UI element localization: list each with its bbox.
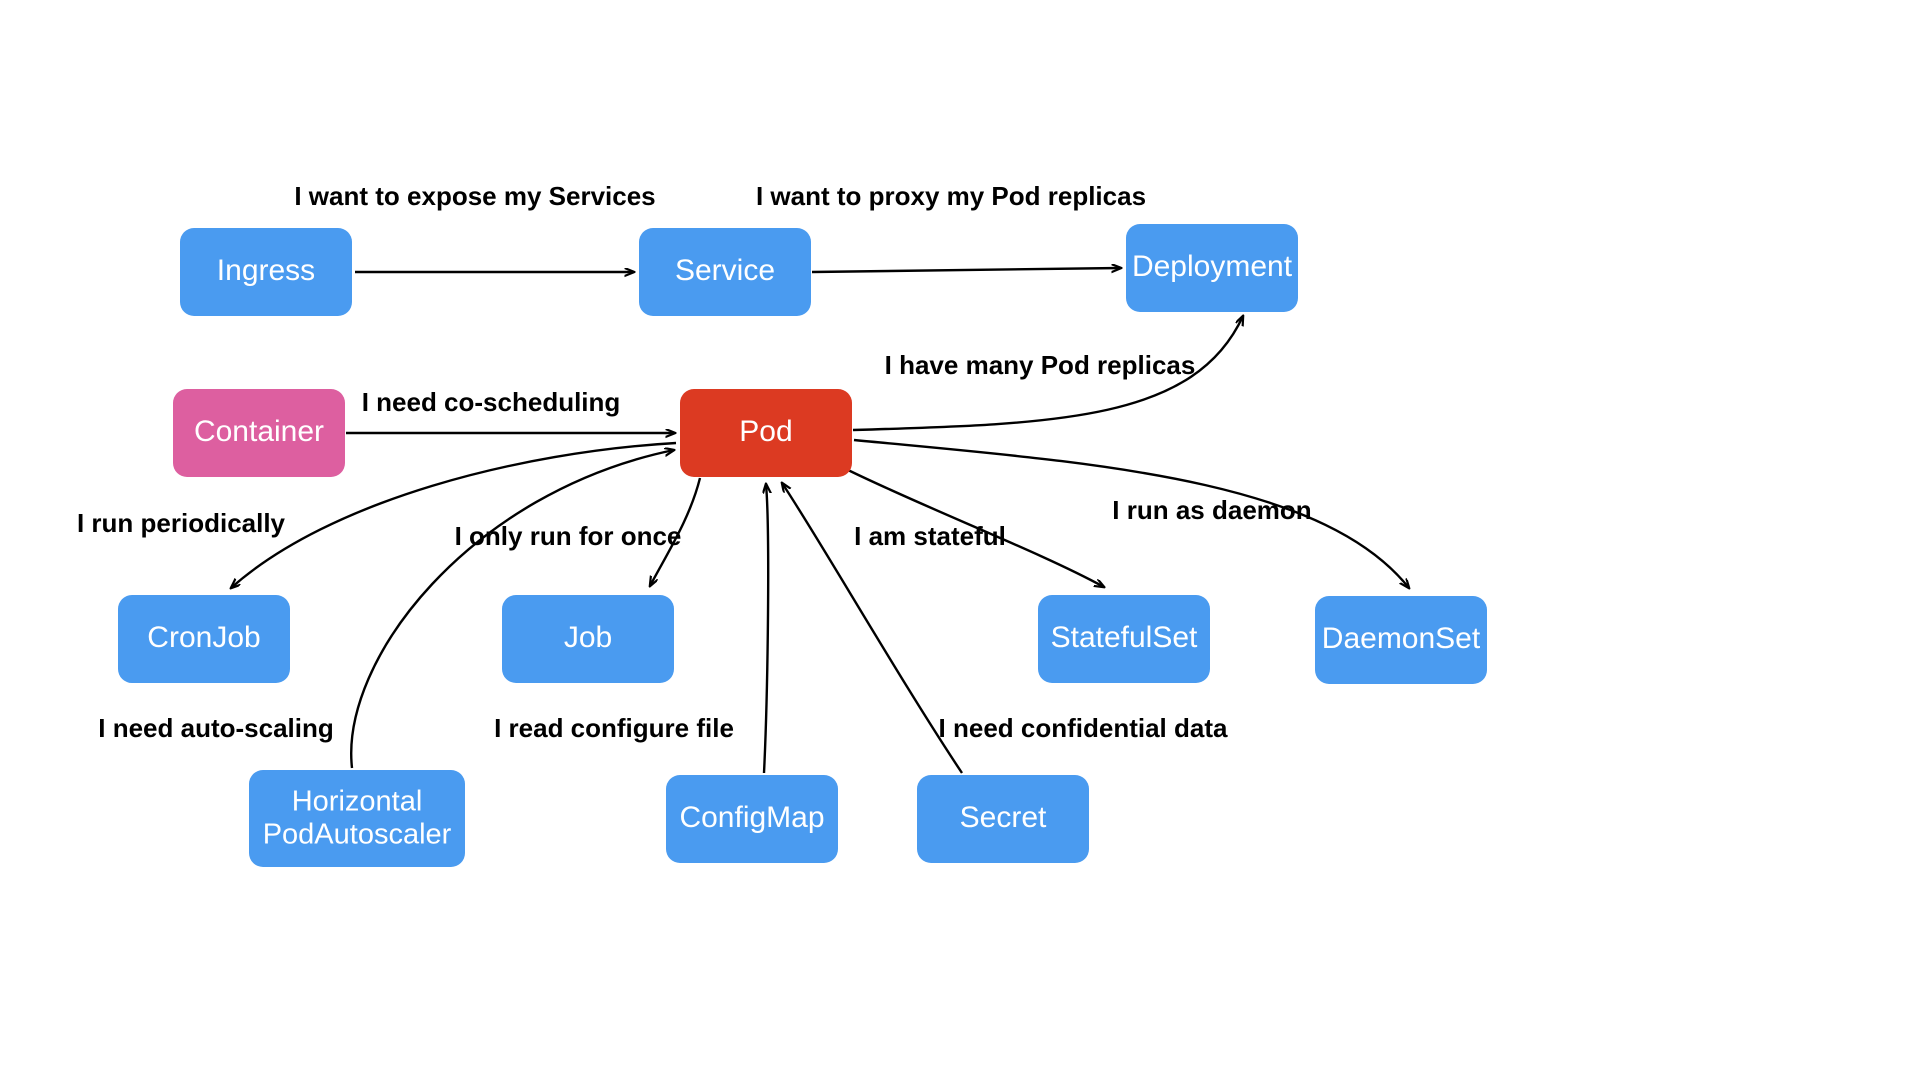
node-secret[interactable]: Secret xyxy=(917,775,1089,863)
node-pod-label: Pod xyxy=(739,415,792,448)
node-ingress-rect[interactable] xyxy=(180,228,352,316)
node-statefulset-rect[interactable] xyxy=(1038,595,1210,683)
node-daemonset-label: DaemonSet xyxy=(1322,622,1481,655)
node-job-label: Job xyxy=(564,621,612,654)
edge-pod-deployment xyxy=(852,316,1243,432)
node-pod-rect[interactable] xyxy=(680,389,852,477)
edge-pod-statefulset xyxy=(847,468,1104,587)
node-cronjob-rect[interactable] xyxy=(118,595,290,683)
edge-label-ingress-service: I want to expose my Services xyxy=(294,181,655,211)
node-ingress-label: Ingress xyxy=(217,254,315,287)
node-job-rect[interactable] xyxy=(502,595,674,683)
edge-configmap-pod xyxy=(764,484,768,774)
node-daemonset-rect[interactable] xyxy=(1315,596,1487,684)
node-hpa-rect[interactable] xyxy=(249,770,465,867)
nodes-layer: Ingress Service Deployment Container Pod xyxy=(118,224,1487,867)
node-container[interactable]: Container xyxy=(173,389,345,477)
node-service[interactable]: Service xyxy=(639,228,811,316)
edge-service-deployment xyxy=(811,268,1121,272)
edge-pod-job xyxy=(650,477,702,586)
edge-label-pod-statefulset: I am stateful xyxy=(854,521,1006,551)
node-configmap-rect[interactable] xyxy=(666,775,838,863)
node-hpa-label-line1: Horizontal xyxy=(292,786,423,818)
node-secret-label: Secret xyxy=(960,801,1047,834)
node-configmap-label: ConfigMap xyxy=(679,801,824,834)
edge-hpa-pod xyxy=(350,450,674,769)
node-ingress[interactable]: Ingress xyxy=(180,228,352,316)
node-deployment[interactable]: Deployment xyxy=(1126,224,1298,312)
edge-label-container-pod: I need co-scheduling xyxy=(362,387,621,417)
edges-layer xyxy=(231,268,1409,774)
edge-label-service-deployment: I want to proxy my Pod replicas xyxy=(756,181,1146,211)
edge-pod-daemonset xyxy=(853,438,1409,588)
node-cronjob[interactable]: CronJob xyxy=(118,595,290,683)
edge-label-pod-daemonset: I run as daemon xyxy=(1112,495,1311,525)
node-horizontal-pod-autoscaler[interactable]: Horizontal PodAutoscaler xyxy=(249,770,465,867)
node-secret-rect[interactable] xyxy=(917,775,1089,863)
node-cronjob-label: CronJob xyxy=(147,621,260,654)
node-container-rect[interactable] xyxy=(173,389,345,477)
edge-label-configmap-pod: I read configure file xyxy=(494,713,734,743)
edge-pod-cronjob xyxy=(231,441,677,588)
edge-label-secret-pod: I need confidential data xyxy=(939,713,1228,743)
node-container-label: Container xyxy=(194,415,324,448)
edge-label-pod-deployment: I have many Pod replicas xyxy=(885,350,1196,380)
node-statefulset[interactable]: StatefulSet xyxy=(1038,595,1210,683)
edge-label-job-pod: I only run for once xyxy=(455,521,682,551)
node-daemonset[interactable]: DaemonSet xyxy=(1315,596,1487,684)
edge-secret-pod xyxy=(782,483,963,774)
node-deployment-label: Deployment xyxy=(1132,250,1293,283)
node-statefulset-label: StatefulSet xyxy=(1051,621,1198,654)
node-service-label: Service xyxy=(675,254,775,287)
node-hpa-label-line2: PodAutoscaler xyxy=(263,819,452,851)
edge-label-cronjob-pod: I run periodically xyxy=(77,508,286,538)
edge-labels-layer: I want to expose my Services I want to p… xyxy=(77,181,1312,743)
node-configmap[interactable]: ConfigMap xyxy=(666,775,838,863)
edge-label-hpa-pod: I need auto-scaling xyxy=(98,713,334,743)
node-deployment-rect[interactable] xyxy=(1126,224,1298,312)
node-pod[interactable]: Pod xyxy=(680,389,852,477)
node-job[interactable]: Job xyxy=(502,595,674,683)
node-service-rect[interactable] xyxy=(639,228,811,316)
